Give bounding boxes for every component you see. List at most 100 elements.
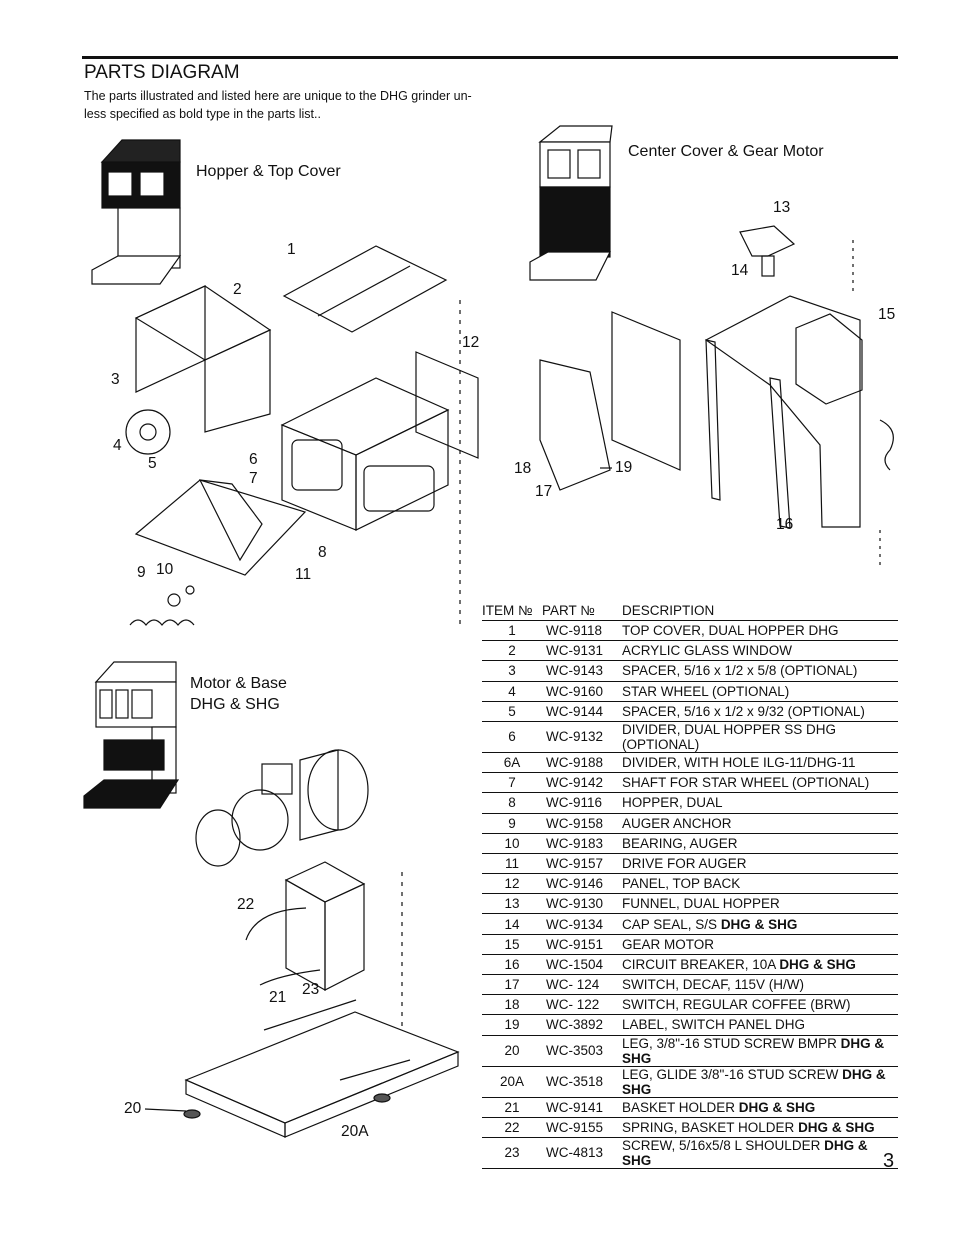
item-cell: 7 [482,772,538,794]
part-number-cell: WC-9146 [538,873,616,895]
page-title: PARTS DIAGRAM [84,62,240,83]
description-text: LABEL, SWITCH PANEL DHG [622,1017,806,1033]
item-cell: 19 [482,1014,538,1036]
description-text: HOPPER, DUAL [622,795,723,811]
description-text: FUNNEL, DUAL HOPPER [622,896,780,912]
part-number-cell: WC-9118 [538,620,616,642]
description-cell: DRIVE FOR AUGER [616,853,898,875]
callout-2: 2 [233,281,242,298]
description-text: STAR WHEEL (OPTIONAL) [622,683,790,699]
intro-text: The parts illustrated and listed here ar… [84,89,472,121]
part-number-cell: WC-9143 [538,660,616,682]
item-cell: 20A [482,1066,538,1098]
description-text: CAP SEAL, S/S [622,916,721,932]
item-cell: 6A [482,752,538,774]
item-cell: 21 [482,1097,538,1118]
part-number-cell: WC-9134 [538,913,616,935]
callout-18: 18 [514,460,532,477]
description-cell: LABEL, SWITCH PANEL DHG [616,1014,898,1036]
callout-20a: 20A [341,1123,369,1140]
description-cell: SPRING, BASKET HOLDER DHG & SHG [616,1117,898,1138]
callout-22: 22 [237,896,255,913]
dhg-machine-thumbnail-hopper [91,139,182,285]
section-label-center-cover-gear-motor: Center Cover & Gear Motor [628,143,824,160]
description-cell: LEG, 3/8"-16 STUD SCREW BMPR DHG & SHG [616,1035,898,1067]
description-text: DRIVE FOR AUGER [622,855,747,871]
part-number-cell: WC-3892 [538,1014,616,1036]
description-text: DIVIDER, DUAL HOPPER SS DHG (OPTIONAL) [622,721,837,752]
item-cell: 18 [482,994,538,1016]
description-cell: TOP COVER, DUAL HOPPER DHG [616,620,898,642]
callout-4: 4 [113,437,122,454]
part-number-cell: WC-9130 [538,893,616,915]
callout-1: 1 [287,241,296,258]
item-cell: 16 [482,954,538,976]
description-text: SPACER, 5/16 x 1/2 x 5/8 (OPTIONAL) [622,663,858,679]
part-number-cell: WC-9142 [538,772,616,794]
callout-13: 13 [773,199,791,216]
description-text: DIVIDER, WITH HOLE ILG-11/DHG-11 [622,755,856,771]
callout-7: 7 [249,470,258,487]
model-applicability: DHG & SHG [779,956,856,972]
column-header-description: DESCRIPTION [616,600,898,621]
dhg-machine-thumbnail-motor [83,661,180,809]
description-cell: DIVIDER, WITH HOLE ILG-11/DHG-11 [616,752,898,774]
description-cell: SCREW, 5/16x5/8 L SHOULDER DHG & SHG [616,1137,898,1169]
callout-11: 11 [295,566,312,583]
item-cell: 8 [482,792,538,814]
column-header-item: ITEM № [482,600,538,621]
description-text: BEARING, AUGER [622,835,738,851]
description-cell: SWITCH, DECAF, 115V (H/W) [616,974,898,996]
description-cell: GEAR MOTOR [616,934,898,955]
column-header-part: PART № [538,600,616,621]
part-number-cell: WC-9155 [538,1117,616,1138]
part-number-cell: WC-9116 [538,792,616,814]
part-number-cell: WC-9158 [538,813,616,834]
description-cell: LEG, GLIDE 3/8"-16 STUD SCREW DHG & SHG [616,1066,898,1098]
description-text: PANEL, TOP BACK [622,876,741,892]
description-cell: CIRCUIT BREAKER, 10A DHG & SHG [616,954,898,976]
description-cell: BEARING, AUGER [616,833,898,854]
part-number-cell: WC-9160 [538,681,616,702]
callout-17: 17 [535,483,553,500]
callout-14: 14 [731,262,749,279]
item-cell: 6 [482,721,538,753]
item-cell: 17 [482,974,538,996]
description-text: LEG, GLIDE 3/8"-16 STUD SCREW [622,1066,843,1082]
page-number: 3 [883,1150,895,1172]
part-number-cell: WC-9183 [538,833,616,854]
part-number-cell: WC-9157 [538,853,616,875]
part-number-cell: WC-1504 [538,954,616,976]
callout-10: 10 [156,561,174,578]
callout-5: 5 [148,455,157,472]
description-text: ACRYLIC GLASS WINDOW [622,643,793,659]
description-text: SWITCH, REGULAR COFFEE (BRW) [622,997,851,1013]
description-text: SPACER, 5/16 x 1/2 x 9/32 (OPTIONAL) [622,703,865,719]
description-cell: ACRYLIC GLASS WINDOW [616,640,898,662]
callout-16: 16 [776,516,794,533]
item-cell: 1 [482,620,538,642]
item-cell: 20 [482,1035,538,1067]
description-text: GEAR MOTOR [622,936,715,952]
description-text: SHAFT FOR STAR WHEEL (OPTIONAL) [622,775,870,791]
description-cell: HOPPER, DUAL [616,792,898,814]
